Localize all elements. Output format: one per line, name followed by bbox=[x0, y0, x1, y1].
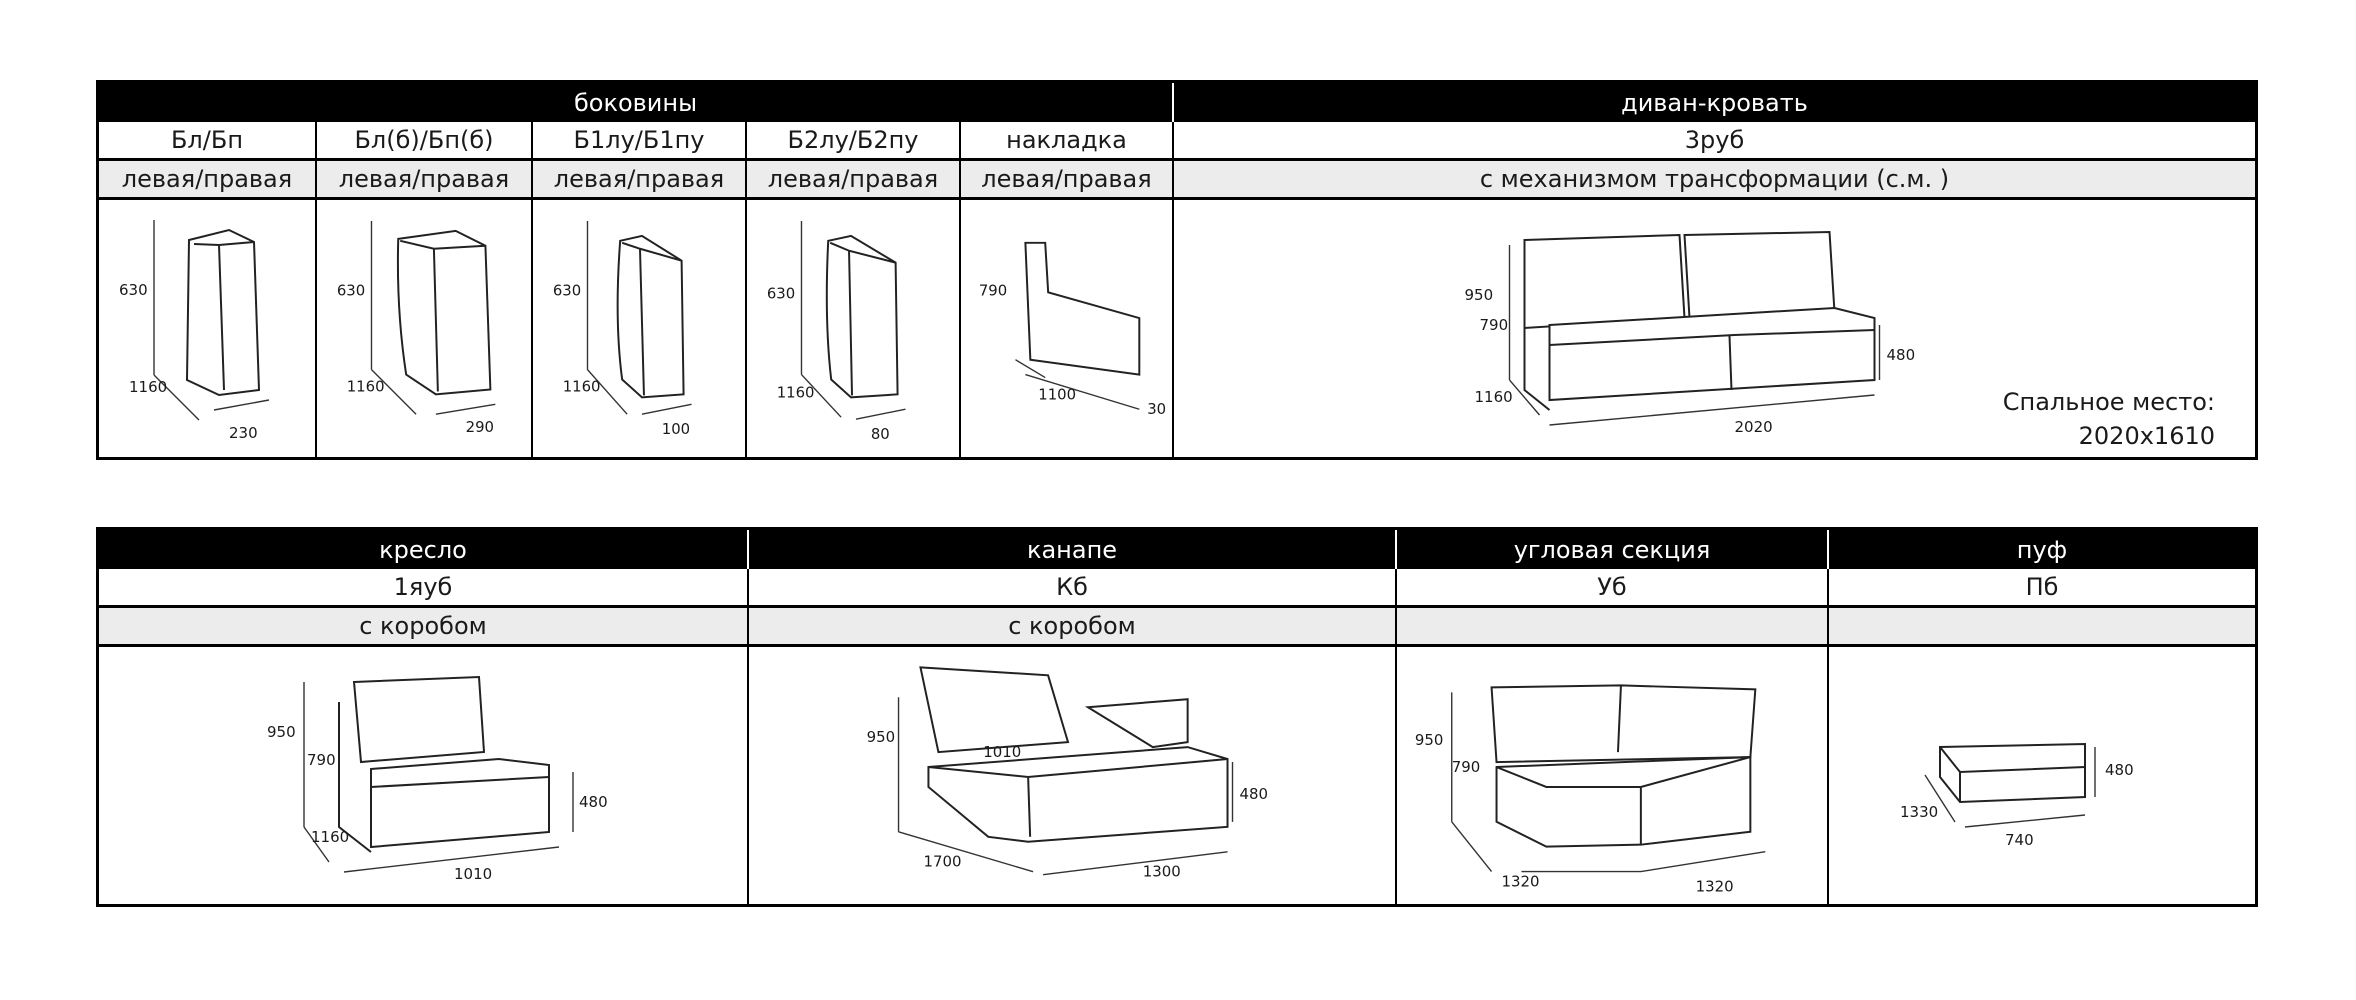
sofa-bed-drawing: 950 790 480 1160 2020 bbox=[1465, 230, 1916, 436]
drawing-pouf: 480 1330 740 bbox=[1827, 647, 2255, 904]
side-panel-drawing: 630 1160 230 bbox=[119, 220, 270, 442]
drawing-corner-section: 950 790 1320 1320 bbox=[1395, 647, 1827, 904]
dim-depth: 1160 bbox=[777, 383, 815, 401]
overlay-panel-drawing: 790 1100 30 bbox=[979, 241, 1166, 418]
bottom-group-header: кресло канапе угловая секция пуф bbox=[99, 530, 2255, 569]
code-cell: Б1лу/Б1пу bbox=[531, 122, 745, 161]
dim-inner-width: 1010 bbox=[983, 743, 1021, 761]
code-cell: Б2лу/Б2пу bbox=[745, 122, 959, 161]
bottom-table: кресло канапе угловая секция пуф 1яуб Кб… bbox=[96, 527, 2258, 907]
sleeping-place-size: 2020x1610 bbox=[2078, 422, 2215, 450]
drawing-side-bl: 630 1160 230 bbox=[99, 200, 315, 457]
dim-width: 100 bbox=[662, 420, 690, 438]
drawing-side-b2lu: 630 1160 80 bbox=[745, 200, 959, 457]
code-cell: 1яуб bbox=[99, 569, 747, 608]
dim-width: 1300 bbox=[1143, 863, 1181, 881]
dim-width: 230 bbox=[229, 424, 258, 442]
dim-back-height: 790 bbox=[307, 751, 336, 769]
dim-depth: 1100 bbox=[1038, 385, 1076, 403]
dim-height: 950 bbox=[867, 728, 896, 746]
bottom-desc-row: с коробом с коробом bbox=[99, 608, 2255, 647]
dim-height: 480 bbox=[2105, 761, 2134, 779]
dim-depth: 1160 bbox=[311, 828, 349, 846]
group-header-sides: боковины bbox=[573, 88, 698, 117]
desc-cell: левая/правая bbox=[959, 161, 1172, 200]
dim-height: 630 bbox=[119, 281, 148, 299]
desc-cell: левая/правая bbox=[531, 161, 745, 200]
desc-cell: левая/правая bbox=[315, 161, 531, 200]
group-header-canape: канапе bbox=[747, 530, 1395, 569]
drawing-side-blb: 630 1160 290 bbox=[315, 200, 531, 457]
dim-depth-right: 1320 bbox=[1696, 877, 1734, 895]
dim-depth: 1700 bbox=[923, 853, 961, 871]
desc-cell: с коробом bbox=[747, 608, 1395, 647]
top-group-header: боковины диван-кровать bbox=[99, 83, 2255, 122]
dim-back-height: 790 bbox=[1480, 316, 1509, 334]
armchair-drawing: 950 790 480 1160 1010 bbox=[267, 675, 608, 883]
corner-section-drawing: 950 790 1320 1320 bbox=[1415, 684, 1766, 895]
code-cell: Уб bbox=[1395, 569, 1827, 608]
bottom-code-row: 1яуб Кб Уб Пб bbox=[99, 569, 2255, 608]
desc-cell bbox=[1827, 608, 2255, 647]
desc-cell: левая/правая bbox=[99, 161, 315, 200]
desc-cell bbox=[1395, 608, 1827, 647]
dim-seat-height: 480 bbox=[1239, 785, 1268, 803]
side-panel-b2-drawing: 630 1160 80 bbox=[767, 221, 906, 443]
dim-height: 790 bbox=[979, 281, 1007, 299]
pouf-drawing: 480 1330 740 bbox=[1900, 742, 2134, 849]
dim-height: 630 bbox=[337, 281, 365, 299]
group-header-armchair: кресло bbox=[379, 535, 467, 564]
desc-cell: левая/правая bbox=[745, 161, 959, 200]
dim-width: 2020 bbox=[1735, 418, 1773, 436]
code-cell: Кб bbox=[747, 569, 1395, 608]
top-code-row: Бл/Бп Бл(б)/Бп(б) Б1лу/Б1пу Б2лу/Б2пу на… bbox=[99, 122, 2255, 161]
dim-width: 290 bbox=[466, 418, 494, 436]
dim-back-height: 790 bbox=[1452, 758, 1480, 776]
dim-thickness: 30 bbox=[1147, 400, 1166, 418]
dim-width: 740 bbox=[2005, 831, 2034, 849]
dim-height: 630 bbox=[767, 284, 795, 302]
code-cell: Бл/Бп bbox=[99, 122, 315, 161]
drawing-sofa-bed: 950 790 480 1160 2020 Спальное место: 20… bbox=[1172, 200, 2255, 457]
desc-cell: с механизмом трансформации (с.м. ) bbox=[1172, 161, 2255, 200]
drawing-side-b1lu: 630 1160 100 bbox=[531, 200, 745, 457]
desc-cell: с коробом bbox=[99, 608, 747, 647]
dim-depth: 1330 bbox=[1900, 803, 1938, 821]
top-table: боковины диван-кровать Бл/Бп Бл(б)/Бп(б)… bbox=[96, 80, 2258, 460]
dim-depth: 1160 bbox=[1475, 388, 1513, 406]
drawing-overlay: 790 1100 30 bbox=[959, 200, 1172, 457]
dim-depth: 1160 bbox=[129, 378, 167, 396]
dim-depth: 1160 bbox=[563, 377, 601, 395]
canape-drawing: 950 1010 480 1700 1300 bbox=[867, 666, 1268, 881]
sleeping-place-label: Спальное место: bbox=[2002, 388, 2215, 416]
side-panel-b-drawing: 630 1160 290 bbox=[337, 221, 496, 436]
group-header-pouf: пуф bbox=[1827, 530, 2255, 569]
dim-width: 80 bbox=[871, 425, 890, 443]
dim-height: 630 bbox=[553, 281, 581, 299]
top-desc-row: левая/правая левая/правая левая/правая л… bbox=[99, 161, 2255, 200]
group-header-sofa-bed: диван-кровать bbox=[1172, 83, 2255, 122]
side-panel-b1-drawing: 630 1160 100 bbox=[553, 221, 692, 438]
dim-depth-left: 1320 bbox=[1502, 872, 1540, 890]
dim-depth: 1160 bbox=[347, 377, 385, 395]
top-drawing-row: 630 1160 230 630 1160 290 630 11 bbox=[99, 200, 2255, 457]
dim-seat-height: 480 bbox=[1887, 346, 1916, 364]
code-cell: 3руб bbox=[1172, 122, 2255, 161]
drawing-armchair: 950 790 480 1160 1010 bbox=[99, 647, 747, 904]
code-cell: накладка bbox=[959, 122, 1172, 161]
dim-height: 950 bbox=[1415, 731, 1443, 749]
dim-seat-height: 480 bbox=[579, 793, 608, 811]
group-header-corner: угловая секция bbox=[1395, 530, 1827, 569]
dim-width: 1010 bbox=[454, 865, 492, 883]
code-cell: Бл(б)/Бп(б) bbox=[315, 122, 531, 161]
dim-height: 950 bbox=[267, 723, 296, 741]
drawing-canape: 950 1010 480 1700 1300 bbox=[747, 647, 1395, 904]
bottom-drawing-row: 950 790 480 1160 1010 950 1010 480 1700 … bbox=[99, 647, 2255, 904]
sleeping-place: Спальное место: 2020x1610 bbox=[2003, 385, 2215, 453]
dim-height: 950 bbox=[1465, 286, 1494, 304]
code-cell: Пб bbox=[1827, 569, 2255, 608]
